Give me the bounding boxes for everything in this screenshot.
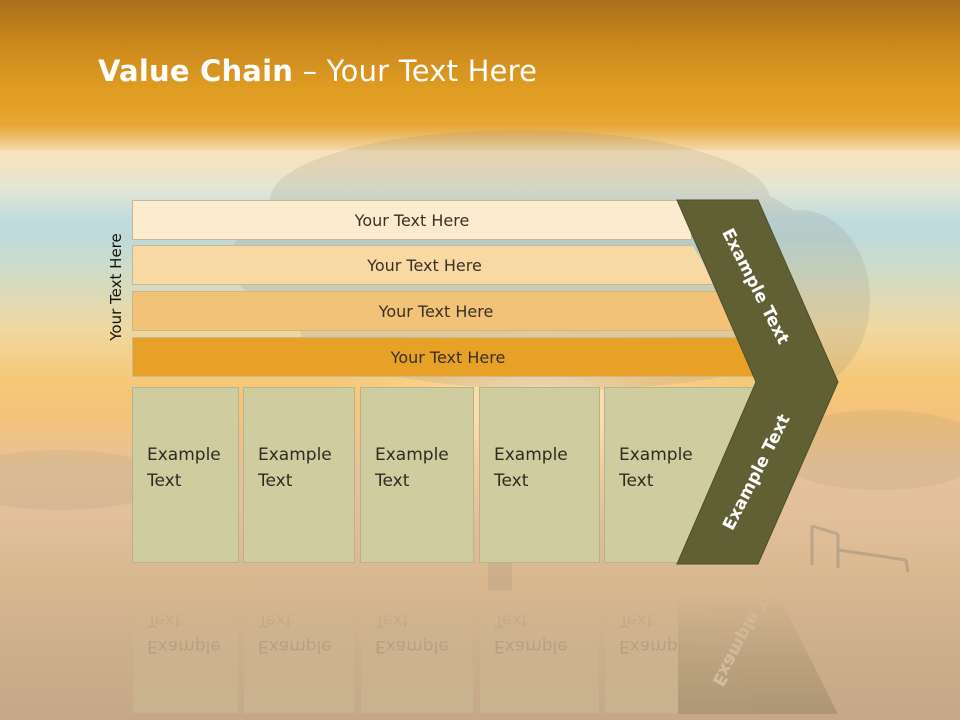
- swing-frame: [810, 524, 910, 573]
- arrow-reflection: Example Text: [678, 538, 838, 714]
- columns-reflection: Example Text Example Text Example Text E…: [132, 538, 844, 714]
- column-1-label: Example Text: [147, 445, 221, 491]
- column-4: Example Text: [479, 387, 600, 563]
- row-bar-1-label: Your Text Here: [354, 210, 470, 230]
- row-bar-1: Your Text Here: [132, 200, 692, 240]
- column-5-label: Example Text: [619, 445, 693, 491]
- row-bar-2-label: Your Text Here: [367, 255, 482, 275]
- title-bold: Value Chain: [98, 54, 294, 88]
- column-1: Example Text: [132, 387, 239, 563]
- column-3: Example Text: [360, 387, 474, 563]
- chevron-arrow-shape: [676, 199, 839, 565]
- column-3-label: Example Text: [375, 445, 449, 491]
- column-2-label: Example Text: [258, 445, 332, 491]
- row-bar-2: Your Text Here: [132, 245, 717, 285]
- title-rest: – Your Text Here: [293, 54, 538, 88]
- row-bar-3: Your Text Here: [132, 291, 740, 331]
- row-bar-4: Your Text Here: [132, 337, 764, 377]
- row-bar-3-label: Your Text Here: [378, 301, 494, 321]
- page-title: Value Chain – Your Text Here: [98, 54, 537, 88]
- column-4-label: Example Text: [494, 445, 568, 491]
- column-2: Example Text: [243, 387, 355, 563]
- row-bar-4-label: Your Text Here: [390, 347, 506, 367]
